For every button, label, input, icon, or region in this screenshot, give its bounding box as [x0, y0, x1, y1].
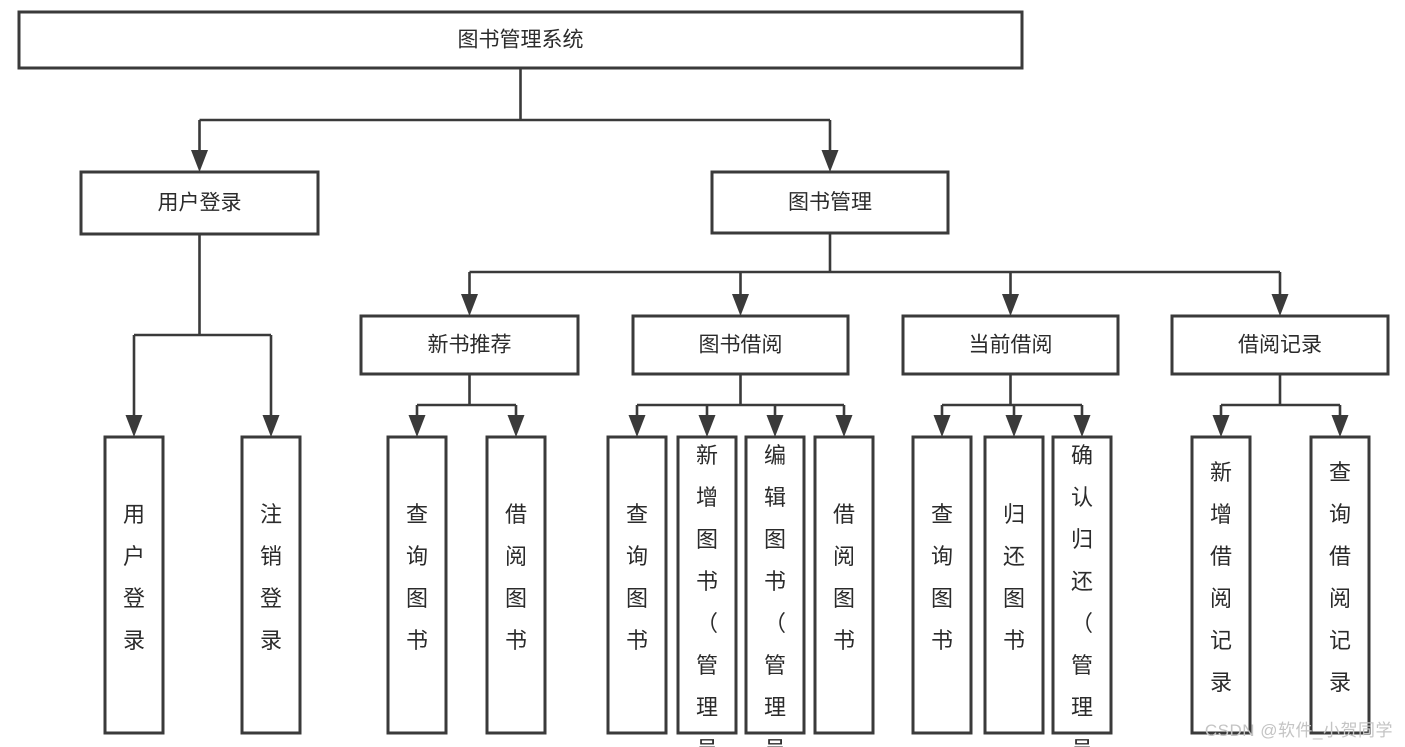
arrow-head-icon — [461, 294, 478, 316]
arrow-head-icon — [821, 150, 839, 172]
arrow-head-icon — [408, 415, 426, 437]
node-label: 查询图书 — [626, 502, 648, 653]
arrow-head-icon — [1002, 294, 1019, 316]
node-label: 新增图书（管理员） — [696, 443, 718, 747]
node-label: 编辑图书（管理员） — [764, 443, 786, 747]
node-leaf-query-book-2[interactable]: 查询图书 — [606, 435, 668, 735]
node-label: 注销登录 — [260, 502, 282, 653]
node-box — [813, 435, 875, 735]
node-label: 新书推荐 — [428, 334, 512, 357]
node-layer: 图书管理系统用户登录图书管理新书推荐图书借阅当前借阅借阅记录用户登录注销登录查询… — [17, 10, 1390, 747]
node-leaf-add-record[interactable]: 新增借阅记录 — [1190, 435, 1252, 735]
arrow-head-icon — [628, 415, 646, 437]
node-label: 借阅图书 — [833, 502, 855, 653]
node-box — [103, 435, 165, 735]
node-box — [710, 170, 950, 235]
node-book-borrow[interactable]: 图书借阅 — [631, 314, 850, 376]
arrow-head-icon — [732, 294, 749, 316]
node-box — [1190, 435, 1252, 735]
arrow-head-icon — [507, 415, 525, 437]
node-box — [606, 435, 668, 735]
node-leaf-edit-book[interactable]: 编辑图书（管理员） — [744, 435, 806, 747]
arrow-head-icon — [698, 415, 716, 437]
node-box — [1309, 435, 1371, 735]
node-leaf-add-book[interactable]: 新增图书（管理员） — [676, 435, 738, 747]
node-label: 借阅图书 — [505, 502, 527, 653]
node-label: 查询图书 — [406, 502, 428, 653]
arrow-head-icon — [1073, 415, 1091, 437]
node-book-manage[interactable]: 图书管理 — [710, 170, 950, 235]
node-box — [79, 170, 320, 236]
node-leaf-user-login[interactable]: 用户登录 — [103, 435, 165, 735]
node-box — [240, 435, 302, 735]
node-root[interactable]: 图书管理系统 — [17, 10, 1024, 70]
node-label: 确认归还（管理员） — [1071, 443, 1093, 747]
arrow-head-icon — [766, 415, 784, 437]
node-label: 用户登录 — [123, 502, 145, 653]
node-leaf-confirm-return[interactable]: 确认归还（管理员） — [1051, 435, 1113, 747]
node-user-login[interactable]: 用户登录 — [79, 170, 320, 236]
node-new-book-recommend[interactable]: 新书推荐 — [359, 314, 580, 376]
arrow-head-icon — [1271, 294, 1289, 316]
node-borrow-record[interactable]: 借阅记录 — [1170, 314, 1390, 376]
arrow-head-icon — [1005, 415, 1023, 437]
arrow-head-icon — [835, 415, 853, 437]
arrow-head-icon — [125, 415, 143, 437]
node-label: 借阅记录 — [1238, 334, 1322, 357]
node-box — [744, 435, 806, 735]
node-current-borrow[interactable]: 当前借阅 — [901, 314, 1120, 376]
connector-layer — [125, 68, 1349, 437]
node-box — [676, 435, 738, 735]
node-label: 图书管理系统 — [458, 29, 584, 52]
node-box — [1051, 435, 1113, 735]
node-box — [386, 435, 448, 735]
arrow-head-icon — [191, 150, 208, 172]
node-box — [485, 435, 547, 735]
node-leaf-query-book-1[interactable]: 查询图书 — [386, 435, 448, 735]
arrow-head-icon — [1331, 415, 1349, 437]
node-box — [1170, 314, 1390, 376]
node-label: 图书管理 — [788, 191, 872, 214]
arrow-head-icon — [262, 415, 280, 437]
node-leaf-borrow-book-2[interactable]: 借阅图书 — [813, 435, 875, 735]
node-leaf-borrow-book-1[interactable]: 借阅图书 — [485, 435, 547, 735]
node-leaf-return-book[interactable]: 归还图书 — [983, 435, 1045, 735]
node-label: 用户登录 — [158, 192, 242, 215]
node-box — [359, 314, 580, 376]
node-box — [17, 10, 1024, 70]
node-box — [901, 314, 1120, 376]
node-box — [983, 435, 1045, 735]
node-label: 查询图书 — [931, 502, 953, 653]
node-label: 新增借阅记录 — [1210, 460, 1232, 695]
node-leaf-query-book-3[interactable]: 查询图书 — [911, 435, 973, 735]
node-label: 归还图书 — [1003, 502, 1025, 653]
arrow-head-icon — [933, 415, 951, 437]
csdn-watermark: CSDN @软件_小贺同学 — [1204, 721, 1393, 740]
node-label: 图书借阅 — [699, 334, 783, 357]
node-leaf-logout[interactable]: 注销登录 — [240, 435, 302, 735]
node-label: 当前借阅 — [969, 334, 1053, 357]
node-label: 查询借阅记录 — [1329, 460, 1351, 695]
node-box — [911, 435, 973, 735]
node-leaf-query-record[interactable]: 查询借阅记录 — [1309, 435, 1371, 735]
arrow-head-icon — [1212, 415, 1230, 437]
node-box — [631, 314, 850, 376]
